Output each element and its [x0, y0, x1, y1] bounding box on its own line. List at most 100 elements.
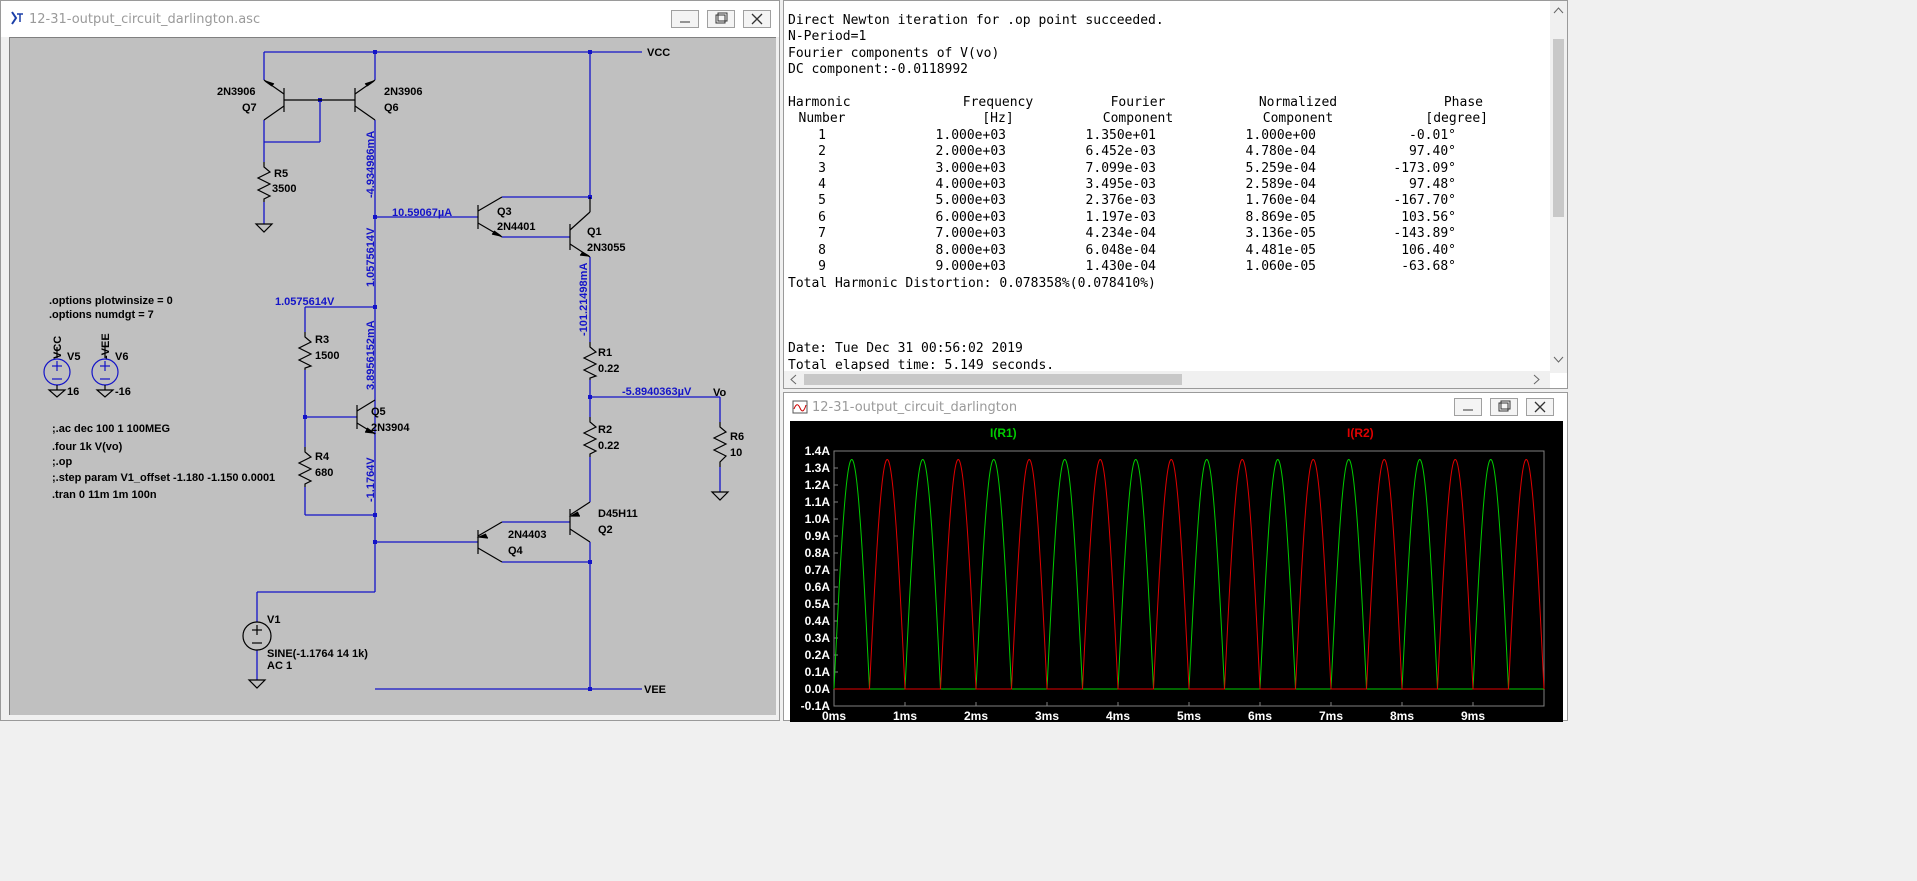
op-annotation-r3-current: 3.8956152mA — [365, 320, 377, 390]
directive-line: .options plotwinsize = 0 — [49, 295, 173, 307]
q7-model-label: 2N3906 — [217, 86, 256, 98]
x-tick-label: 1ms — [893, 709, 917, 722]
schematic-titlebar[interactable]: 12-31-output_circuit_darlington.asc — [1, 1, 779, 37]
op-annotation-q1-current: -101.21498mA — [578, 263, 590, 336]
fourier-cell: -63.68° — [1401, 259, 1456, 275]
close-button[interactable] — [743, 10, 771, 28]
q5-model-label: 2N3904 — [371, 422, 410, 434]
r5-value-label: 3500 — [272, 183, 296, 195]
transistor-q5-symbol — [356, 399, 377, 435]
resistor-r1-symbol — [582, 342, 598, 380]
close-button[interactable] — [1526, 398, 1554, 416]
fourier-cell: 103.56° — [1401, 209, 1456, 225]
fourier-cell: 4.000e+03 — [935, 177, 1006, 193]
minimize-button[interactable] — [1454, 398, 1482, 416]
x-tick-label: 3ms — [1035, 709, 1059, 722]
fourier-cell: 3 — [818, 160, 826, 176]
fourier-cell: 8 — [818, 242, 826, 258]
legend-i-r2[interactable]: I(R2) — [1347, 426, 1374, 440]
trace-i-r1[interactable] — [833, 458, 1544, 690]
resistor-r5-symbol — [256, 162, 272, 202]
fourier-cell: -143.89° — [1393, 226, 1456, 242]
waveform-app-icon — [792, 400, 808, 414]
op-annotation-vo-voltage: -5.8940363µV — [622, 386, 692, 398]
q5-name-label: Q5 — [371, 406, 386, 418]
transistor-q6-symbol — [320, 79, 376, 121]
restore-button[interactable] — [1490, 398, 1518, 416]
header-cell: Fourier — [1110, 95, 1166, 111]
minimize-button[interactable] — [671, 10, 699, 28]
fourier-cell: 1 — [818, 127, 826, 143]
junction-dots — [303, 50, 592, 691]
log-line: Total Harmonic Distortion: 0.078358%(0.0… — [788, 275, 1156, 291]
log-vertical-scrollbar[interactable] — [1550, 1, 1567, 373]
vee-net-label: VEE — [644, 684, 666, 696]
op-annotation-q5-value: -1.1764V — [365, 457, 377, 502]
voltage-source-v5-symbol — [43, 347, 71, 398]
log-horizontal-scrollbar[interactable] — [784, 371, 1550, 388]
y-tick-label: 1.3A — [805, 461, 831, 475]
directive-line: .options numdgt = 7 — [49, 309, 154, 321]
y-tick-label: 0.7A — [805, 563, 831, 577]
y-tick-label: 1.1A — [805, 495, 831, 509]
minimize-icon — [1463, 409, 1473, 411]
spice-log-window: Direct Newton iteration for .op point su… — [783, 0, 1568, 389]
fourier-cell: 4.481e-05 — [1245, 242, 1316, 258]
plot-frame — [833, 450, 1545, 707]
x-tick-label: 9ms — [1461, 709, 1485, 722]
directive-line: .tran 0 11m 1m 100n — [52, 489, 157, 501]
header-cell: Frequency — [962, 95, 1034, 111]
fourier-cell: 8.000e+03 — [935, 242, 1006, 258]
r5-name-label: R5 — [274, 168, 288, 180]
y-tick-label: 0.6A — [805, 580, 831, 594]
plot-titlebar[interactable]: 12-31-output_circuit_darlington — [784, 393, 1567, 421]
v6-name-label: V6 — [115, 351, 128, 363]
transistor-q2-symbol — [568, 501, 591, 543]
header-cell: Harmonic — [788, 95, 851, 111]
vcc-net-label: VCC — [647, 47, 670, 59]
spice-log-text[interactable]: Direct Newton iteration for .op point su… — [788, 13, 1488, 374]
r4-value-label: 680 — [315, 467, 333, 479]
v1-name-label: V1 — [267, 614, 280, 626]
resistor-r2-symbol — [582, 417, 598, 457]
fourier-cell: 9 — [818, 259, 826, 275]
directive-line: .four 1k V(vo) — [52, 441, 123, 453]
fourier-cell: 2.376e-03 — [1085, 193, 1156, 209]
fourier-cell: 1.000e+03 — [935, 127, 1006, 143]
fourier-cell: 9.000e+03 — [935, 259, 1006, 275]
q6-name-label: Q6 — [384, 102, 399, 114]
fourier-cell: 5.000e+03 — [935, 193, 1006, 209]
fourier-cell: 5.259e-04 — [1245, 160, 1316, 176]
op-annotation-node-voltage: 1.0575614V — [365, 227, 377, 287]
schematic-canvas[interactable]: VCC VEE Vo 2N3906 Q7 2N3906 Q6 R5 3500 Q… — [9, 37, 776, 715]
r6-value-label: 10 — [730, 447, 742, 459]
y-tick-label: 0.3A — [805, 631, 831, 645]
directive-line: ;.ac dec 100 1 100MEG — [52, 423, 170, 435]
fourier-cell: 97.40° — [1409, 144, 1456, 160]
legend-i-r1[interactable]: I(R1) — [990, 426, 1017, 440]
log-line: Date: Tue Dec 31 00:56:02 2019 — [788, 341, 1023, 357]
fourier-cell: -0.01° — [1409, 127, 1456, 143]
trace-i-r2[interactable] — [834, 458, 1545, 690]
close-icon — [1534, 401, 1546, 413]
q4-model-label: 2N4403 — [508, 529, 547, 541]
transistor-q1-symbol — [569, 197, 591, 258]
restore-button[interactable] — [707, 10, 735, 28]
directive-line: ;.op — [52, 456, 72, 468]
header-cell: [Hz] — [982, 111, 1014, 127]
vo-net-label: Vo — [713, 387, 727, 399]
y-tick-label: 0.5A — [805, 597, 831, 611]
scrollbar-graphics — [790, 374, 1540, 385]
fourier-cell: 3.495e-03 — [1085, 177, 1156, 193]
x-tick-label: 4ms — [1106, 709, 1130, 722]
y-tick-label: 1.4A — [805, 444, 831, 458]
traces — [833, 458, 1545, 690]
schematic-wires — [256, 51, 721, 690]
q2-name-label: Q2 — [598, 524, 613, 536]
schematic-title: 12-31-output_circuit_darlington.asc — [29, 12, 261, 27]
